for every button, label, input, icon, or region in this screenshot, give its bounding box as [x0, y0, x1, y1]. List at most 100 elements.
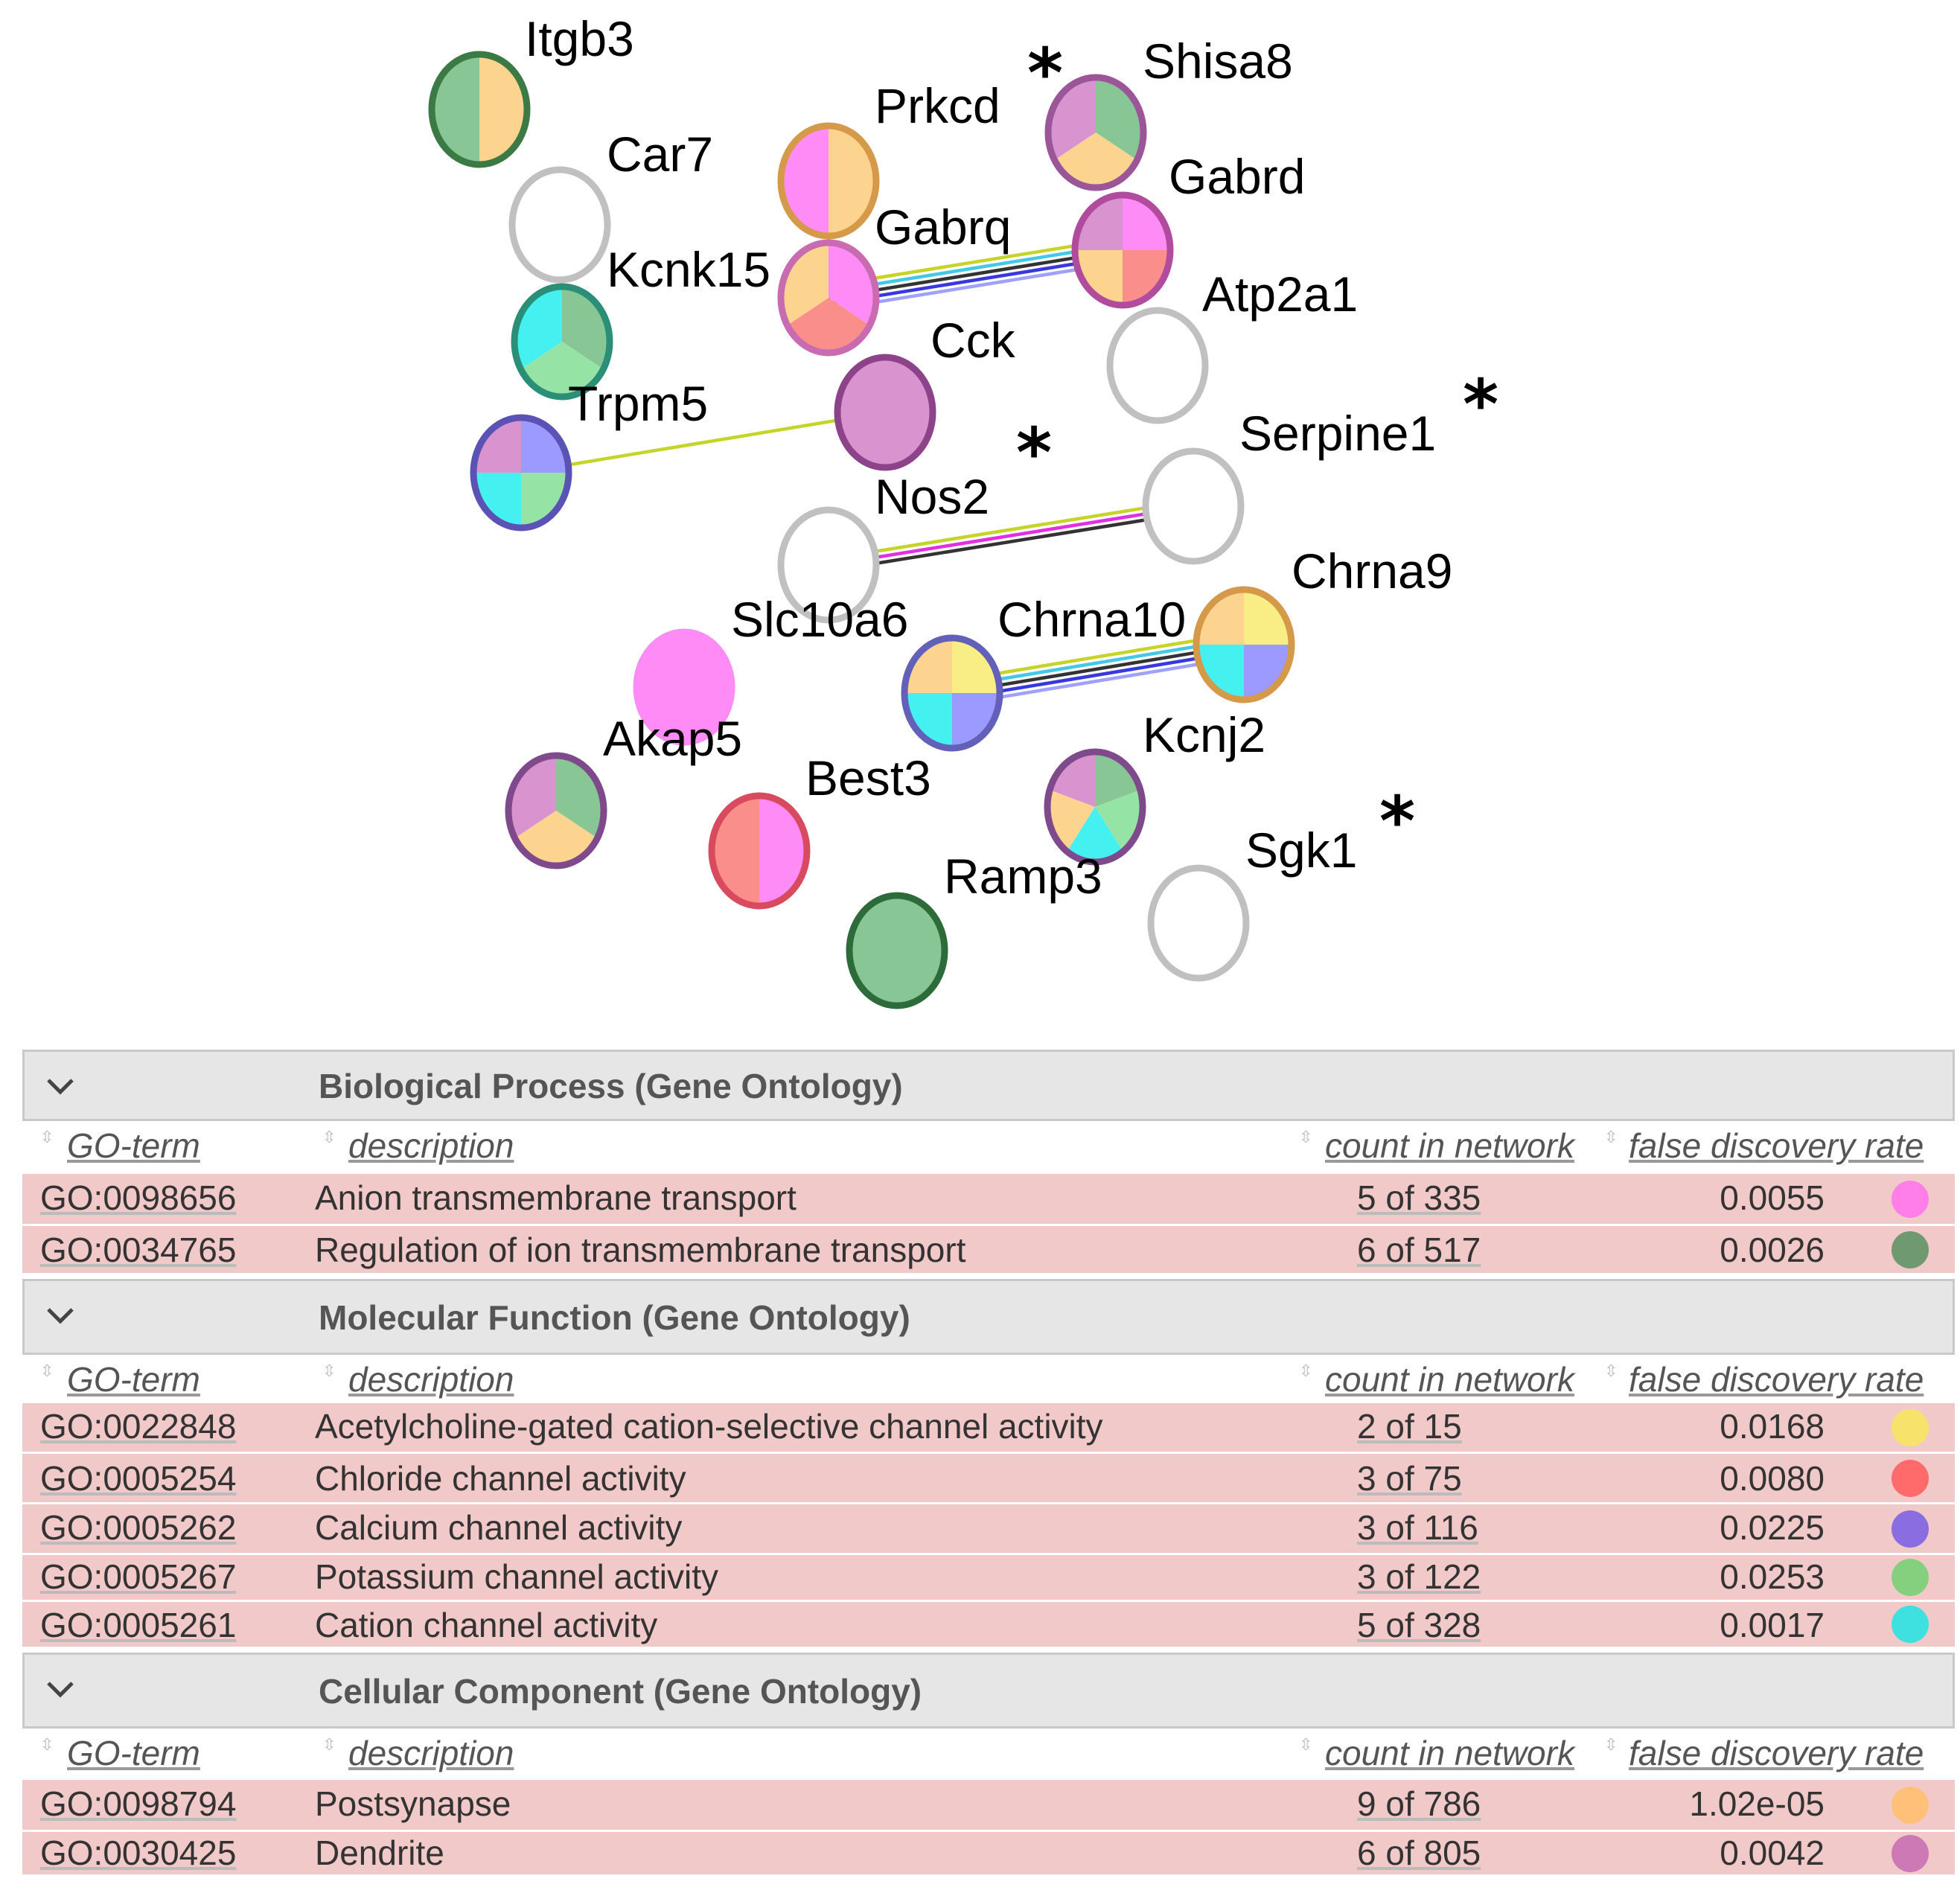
- count-in-network-link[interactable]: 6 of 805: [1357, 1833, 1481, 1872]
- go-term-link[interactable]: GO:0034765: [40, 1231, 237, 1269]
- node-prkcd[interactable]: Prkcd*: [777, 33, 1063, 240]
- node-chrna9[interactable]: Chrna9: [1193, 543, 1452, 703]
- go-term-link[interactable]: GO:0022848: [40, 1407, 237, 1446]
- count-in-network-link[interactable]: 5 of 335: [1357, 1178, 1481, 1217]
- column-description[interactable]: description: [348, 1126, 514, 1165]
- term-color-swatch[interactable]: [1892, 1181, 1929, 1218]
- edge-nos2-serpine1[interactable]: [829, 510, 1195, 573]
- node-label: Cck: [930, 313, 1016, 368]
- node-border: [1044, 748, 1146, 866]
- node-itgb3[interactable]: Itgb3: [428, 11, 634, 168]
- node-kcnj2[interactable]: Kcnj2: [1044, 707, 1265, 866]
- node-gabrq[interactable]: Gabrq: [777, 200, 1011, 357]
- node-shisa8[interactable]: Shisa8: [1044, 33, 1293, 191]
- node-border: [901, 634, 1003, 752]
- count-in-network-link[interactable]: 3 of 116: [1357, 1508, 1478, 1547]
- column-fdr[interactable]: false discovery rate: [1629, 1126, 1924, 1165]
- sort-icon[interactable]: ⇳: [1604, 1128, 1618, 1146]
- node-atp2a1[interactable]: Atp2a1: [1106, 266, 1358, 424]
- node-gabrd[interactable]: Gabrd: [1071, 149, 1305, 309]
- count-in-network-link[interactable]: 3 of 122: [1357, 1557, 1481, 1596]
- sort-icon[interactable]: ⇳: [322, 1362, 336, 1380]
- sort-icon[interactable]: ⇳: [1604, 1735, 1618, 1754]
- chevron-down-icon[interactable]: [45, 1674, 75, 1704]
- sort-icon[interactable]: ⇳: [322, 1735, 336, 1754]
- count-in-network-link[interactable]: 5 of 328: [1357, 1606, 1481, 1644]
- sort-icon[interactable]: ⇳: [40, 1362, 54, 1380]
- count-in-network-link[interactable]: 3 of 75: [1357, 1459, 1462, 1498]
- column-description[interactable]: description: [348, 1360, 514, 1399]
- section-header[interactable]: Biological Process (Gene Ontology): [22, 1050, 1955, 1121]
- node-trpm5[interactable]: Trpm5: [470, 376, 708, 532]
- node-ramp3[interactable]: Ramp3: [846, 849, 1102, 1009]
- column-header-row: ⇳ GO-term ⇳ description ⇳ count in netwo…: [22, 1121, 1955, 1172]
- node-chrna10[interactable]: Chrna10: [901, 592, 1186, 752]
- sort-icon[interactable]: ⇳: [1299, 1128, 1313, 1146]
- go-term-link[interactable]: GO:0098656: [40, 1178, 237, 1217]
- column-count[interactable]: count in network: [1325, 1734, 1574, 1772]
- sort-icon[interactable]: ⇳: [1299, 1735, 1313, 1754]
- node-sgk1[interactable]: Sgk1*: [1147, 782, 1415, 982]
- node-cck[interactable]: Cck: [834, 313, 1016, 471]
- section-header[interactable]: Cellular Component (Gene Ontology): [22, 1653, 1955, 1729]
- sort-icon[interactable]: ⇳: [40, 1735, 54, 1754]
- node-car7[interactable]: Car7: [508, 127, 713, 284]
- pie-slice: [1123, 195, 1170, 250]
- column-description[interactable]: description: [348, 1734, 514, 1772]
- false-discovery-rate: 0.0225: [1720, 1508, 1825, 1547]
- count-in-network-link[interactable]: 2 of 15: [1357, 1407, 1462, 1446]
- column-go-term[interactable]: GO-term: [67, 1360, 200, 1399]
- node-best3[interactable]: Best3: [708, 750, 931, 910]
- term-color-swatch[interactable]: [1892, 1835, 1929, 1872]
- column-go-term[interactable]: GO-term: [67, 1734, 200, 1772]
- edge-nos2-serpine1[interactable]: [827, 498, 1193, 561]
- go-term-link[interactable]: GO:0005262: [40, 1508, 237, 1547]
- node-kcnk15[interactable]: Kcnk15: [511, 242, 770, 400]
- edge-nos2-serpine1[interactable]: [828, 504, 1194, 567]
- sort-icon[interactable]: ⇳: [40, 1128, 54, 1146]
- column-fdr[interactable]: false discovery rate: [1629, 1360, 1924, 1399]
- term-color-swatch[interactable]: [1892, 1510, 1929, 1548]
- term-color-swatch[interactable]: [1892, 1409, 1929, 1446]
- count-in-network-link[interactable]: 6 of 517: [1357, 1231, 1481, 1269]
- chevron-down-icon[interactable]: [45, 1071, 75, 1101]
- count-in-network-link[interactable]: 9 of 786: [1357, 1784, 1481, 1823]
- column-go-term[interactable]: GO-term: [67, 1126, 200, 1165]
- term-color-swatch[interactable]: [1892, 1231, 1929, 1268]
- go-term-link[interactable]: GO:0098794: [40, 1784, 237, 1823]
- chevron-down-icon[interactable]: [45, 1300, 75, 1330]
- term-color-swatch[interactable]: [1892, 1606, 1929, 1643]
- node-label: Kcnj2: [1143, 707, 1265, 762]
- node-slc10a6[interactable]: Slc10a6: [633, 592, 909, 746]
- pie-slice: [479, 54, 527, 165]
- column-fdr[interactable]: false discovery rate: [1629, 1734, 1924, 1772]
- go-term-link[interactable]: GO:0005267: [40, 1557, 237, 1596]
- section-header[interactable]: Molecular Function (Gene Ontology): [22, 1279, 1955, 1355]
- go-term-link[interactable]: GO:0005261: [40, 1606, 237, 1644]
- term-color-swatch[interactable]: [1892, 1787, 1929, 1824]
- edge-trpm5-cck[interactable]: [520, 410, 886, 475]
- node-serpine1[interactable]: Serpine1*: [1142, 365, 1498, 565]
- go-term-link[interactable]: GO:0030425: [40, 1833, 237, 1872]
- term-color-swatch[interactable]: [1892, 1460, 1929, 1497]
- column-count[interactable]: count in network: [1325, 1360, 1574, 1399]
- go-term-link[interactable]: GO:0005254: [40, 1459, 237, 1498]
- sort-icon[interactable]: ⇳: [1299, 1362, 1313, 1380]
- sort-icon[interactable]: ⇳: [1604, 1362, 1618, 1380]
- pie-slice: [952, 638, 1000, 693]
- term-color-swatch[interactable]: [1892, 1559, 1929, 1596]
- node-nos2[interactable]: Nos2*: [777, 413, 1052, 624]
- node-akap5[interactable]: Akap5: [505, 711, 742, 869]
- column-count[interactable]: count in network: [1325, 1126, 1574, 1165]
- sort-icon[interactable]: ⇳: [322, 1128, 336, 1146]
